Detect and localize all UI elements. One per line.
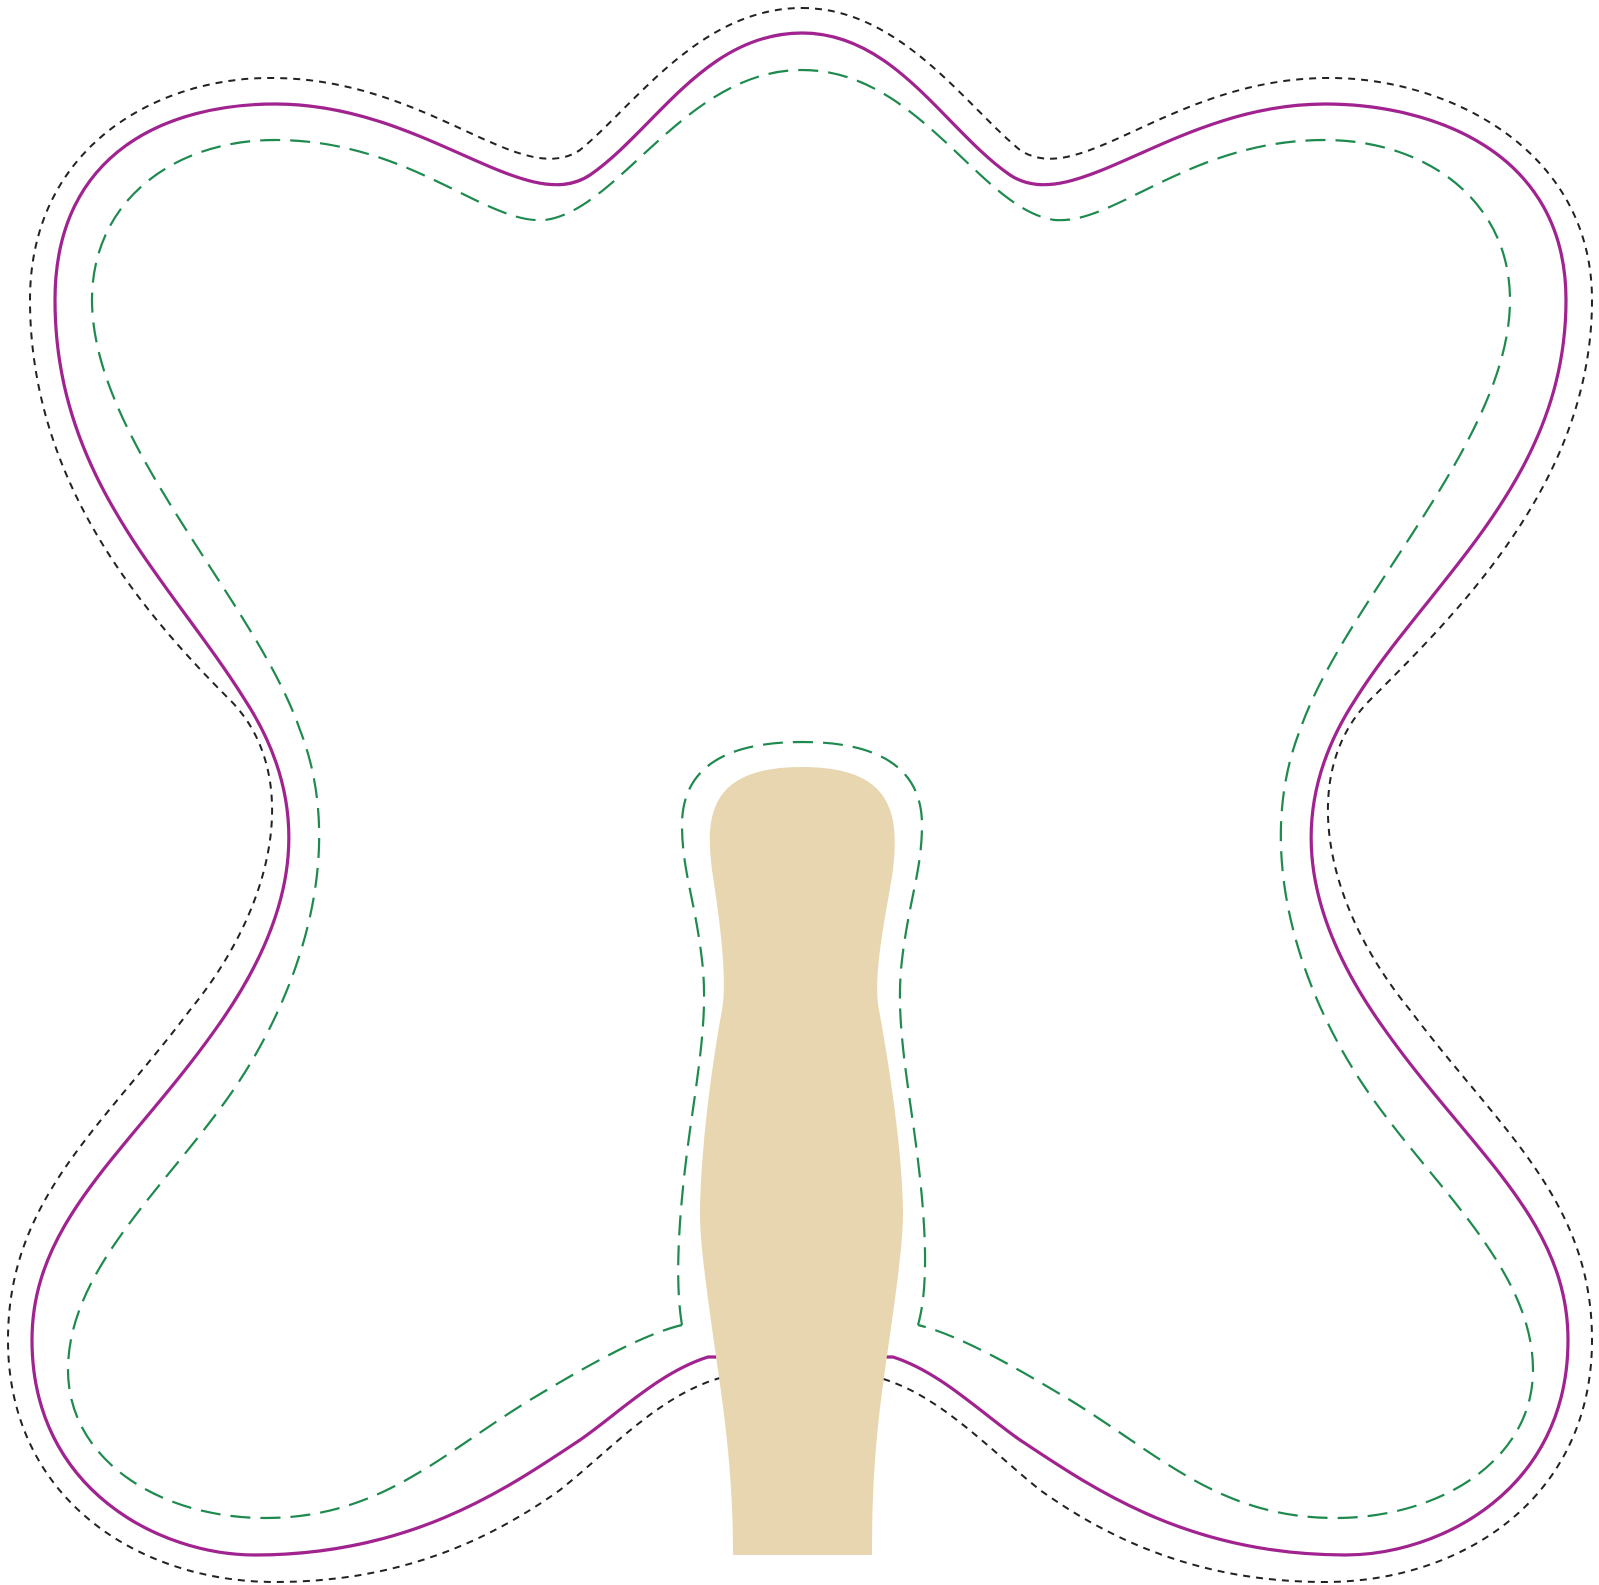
stem-shape: [700, 767, 903, 1555]
